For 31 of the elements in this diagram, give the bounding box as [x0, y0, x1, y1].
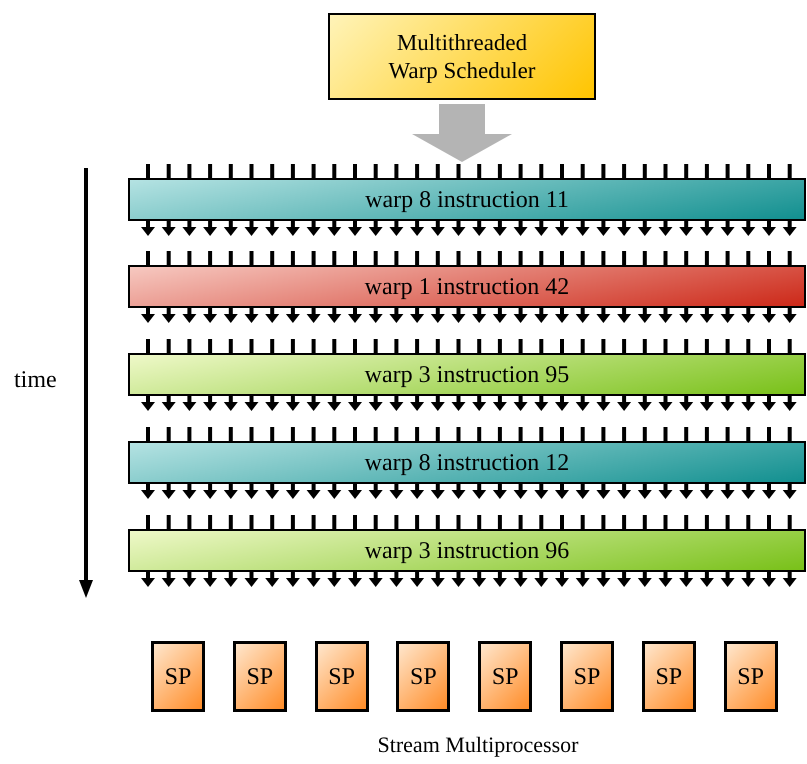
node-label: warp 3 instruction 95 [364, 360, 570, 390]
processor-box [151, 641, 205, 712]
processor-box [232, 641, 287, 712]
processor-box [478, 641, 532, 712]
node-label: SP [654, 662, 684, 692]
caption: Stream Multiprocessor [376, 731, 580, 759]
processor-box [560, 641, 614, 712]
instruction-bar [128, 529, 806, 572]
instruction-bar [128, 441, 806, 484]
instruction-bar [128, 265, 806, 308]
instruction-bar [128, 353, 806, 396]
arrow [412, 104, 512, 162]
processor-box [396, 641, 450, 712]
scheduler-box [328, 13, 596, 100]
axis-label: time [14, 366, 57, 395]
node-label: warp 8 instruction 12 [364, 448, 570, 478]
node-label: SP [490, 662, 520, 692]
node-label: SP [572, 662, 602, 692]
processor-box [314, 641, 369, 712]
node-label: SP [736, 662, 765, 692]
instruction-bar [128, 178, 806, 221]
node-label: SP [245, 662, 274, 692]
node-label: warp 1 instruction 42 [364, 272, 570, 302]
node-label: SP [164, 662, 192, 692]
node-label: SP [409, 662, 438, 692]
node-label: warp 3 instruction 96 [364, 536, 570, 566]
node-label: warp 8 instruction 11 [364, 186, 570, 214]
node-label: Multithreaded Warp Scheduler [388, 28, 536, 84]
node-label: SP [327, 662, 356, 692]
processor-box [642, 641, 696, 712]
processor-box [724, 641, 778, 712]
